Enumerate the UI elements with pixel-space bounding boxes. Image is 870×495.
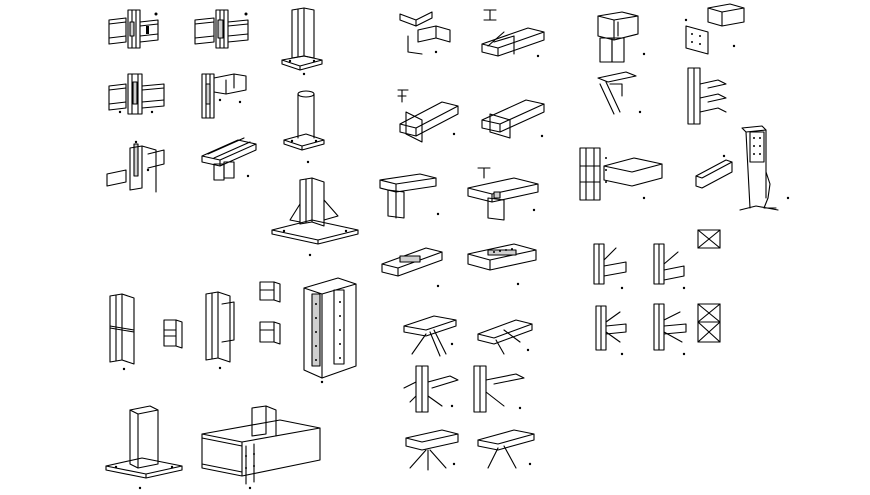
detail-d33 xyxy=(687,67,727,125)
detail-d07 xyxy=(106,140,165,193)
detail-d24 xyxy=(109,293,135,371)
detail-d04 xyxy=(108,73,165,115)
detail-d19 xyxy=(477,319,533,355)
detail-d25 xyxy=(205,291,235,370)
detail-d17 xyxy=(467,243,537,286)
detail-d21 xyxy=(473,365,525,413)
detail-d29 xyxy=(201,405,321,490)
detail-d23 xyxy=(477,429,535,469)
detail-d06 xyxy=(283,90,325,164)
detail-d27 xyxy=(303,277,357,384)
detail-d08 xyxy=(201,137,257,181)
detail-d15 xyxy=(467,167,539,221)
detail-d32 xyxy=(597,71,642,115)
detail-d28 xyxy=(105,405,183,490)
detail-d22 xyxy=(405,429,459,471)
detail-d13 xyxy=(481,99,545,139)
detail-d36 xyxy=(739,125,790,211)
detail-d34 xyxy=(579,147,663,201)
detail-d30 xyxy=(597,11,646,63)
detail-d16 xyxy=(381,247,443,288)
detail-d37 xyxy=(593,243,627,290)
detail-d11 xyxy=(481,9,545,58)
detail-d20 xyxy=(403,365,459,413)
detail-d42 xyxy=(697,303,721,343)
detail-d18 xyxy=(403,315,457,357)
detail-d26 xyxy=(259,281,281,345)
detail-d05 xyxy=(201,73,247,119)
detail-d40 xyxy=(595,305,627,356)
detail-d41 xyxy=(653,303,687,356)
detail-d31 xyxy=(684,3,745,55)
detail-d03 xyxy=(281,7,323,76)
detail-d39 xyxy=(697,229,721,249)
detail-d24b xyxy=(163,319,183,349)
detail-d09 xyxy=(271,177,359,257)
detail-d14 xyxy=(379,173,440,219)
detail-d38 xyxy=(653,243,686,290)
detail-d01 xyxy=(108,9,159,49)
detail-d02 xyxy=(194,9,249,49)
detail-d35 xyxy=(695,154,733,189)
detail-d12 xyxy=(397,89,459,143)
detail-d10 xyxy=(399,11,451,55)
